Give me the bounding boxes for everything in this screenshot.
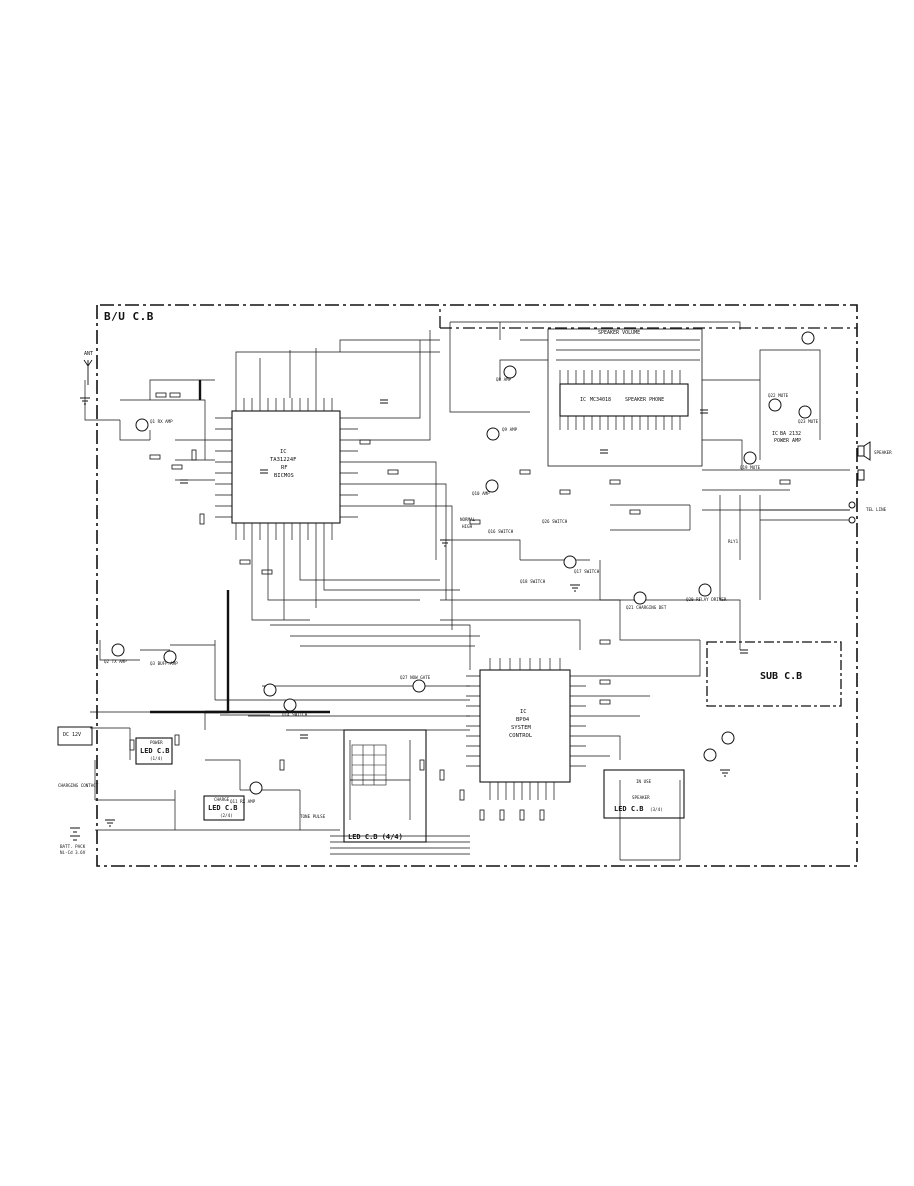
power-traces bbox=[150, 380, 330, 714]
led-cb-2-box bbox=[203, 795, 245, 821]
q1-label: Q1 RX AMP bbox=[150, 419, 173, 424]
q14-label: Q14 SWITCH bbox=[282, 712, 308, 717]
battery-symbol bbox=[70, 827, 80, 841]
wiring bbox=[84, 321, 850, 861]
led-cb-2-charge: CHARGE bbox=[214, 797, 230, 802]
led-cb-3-in-use: IN USE bbox=[636, 779, 652, 784]
high-label: HIGH bbox=[462, 524, 473, 529]
q11-label: Q11 RX AMP bbox=[230, 799, 256, 804]
capacitors bbox=[180, 399, 748, 739]
batt-pack-label-2: Ni-Cd 3.6V bbox=[60, 850, 86, 855]
led-cb-4-box bbox=[343, 729, 427, 843]
ic3-area bbox=[547, 328, 703, 467]
transistors bbox=[111, 331, 815, 795]
q8-label: Q8 AMP bbox=[496, 377, 512, 382]
tel-line-label: TEL LINE bbox=[866, 507, 887, 512]
tone-pulse-label: TONE PULSE bbox=[300, 814, 326, 819]
led-cb-2-sublabel: (2/4) bbox=[220, 813, 233, 818]
q23-label: Q23 MUTE bbox=[798, 419, 819, 424]
antenna-symbol bbox=[83, 359, 93, 385]
led-cb-3-box bbox=[603, 769, 685, 819]
sub-cb-box bbox=[706, 641, 842, 707]
led-cb-1-sublabel: (1/4) bbox=[150, 756, 163, 761]
led-cb-1-box bbox=[135, 737, 173, 765]
q22-label: Q22 MUTE bbox=[768, 393, 789, 398]
ic1-label-1: IC bbox=[280, 449, 287, 455]
ic3-label-2: MC34018 bbox=[590, 397, 612, 403]
inner-region-border bbox=[439, 305, 857, 329]
ic3-label-1: IC bbox=[580, 397, 587, 403]
q27-label: Q27 NOW GATE bbox=[400, 675, 431, 680]
led-cb-3-speaker: SPEAKER bbox=[632, 795, 650, 800]
q16-label: Q16 SWITCH bbox=[488, 529, 514, 534]
ic3-body bbox=[559, 383, 689, 417]
antenna-label: ANT bbox=[84, 351, 94, 357]
speaker-symbol bbox=[857, 441, 871, 481]
dc-12v-label: DC 12V bbox=[63, 732, 82, 738]
speaker-volume-label: SPEAKER VOLUME bbox=[598, 330, 641, 336]
q10-label: Q10 AMP bbox=[472, 491, 490, 496]
ic2-label-3: SYSTEM bbox=[511, 725, 531, 731]
led-cb-1-label: LED C.B bbox=[140, 747, 170, 755]
led-cb-3-label: LED C.B bbox=[614, 805, 644, 813]
ic1-label-3: RF bbox=[281, 465, 288, 471]
tel-line-terminals bbox=[848, 501, 856, 524]
ground-symbols bbox=[80, 397, 730, 827]
q17-label: Q17 SWITCH bbox=[574, 569, 600, 574]
led-cb-1-power: POWER bbox=[150, 740, 163, 745]
ic2-label-4: CONTROL bbox=[509, 733, 533, 739]
q9-label: Q9 AMP bbox=[502, 427, 518, 432]
q19-label: Q19 MUTE bbox=[740, 465, 761, 470]
ic1-body bbox=[231, 410, 341, 524]
q18-label: Q18 SWITCH bbox=[520, 579, 546, 584]
led-cb-2-label: LED C.B bbox=[208, 804, 238, 812]
q2-label: Q2 TX AMP bbox=[104, 659, 127, 664]
led-cb-3-sublabel: (3/4) bbox=[650, 807, 663, 812]
board-border bbox=[96, 304, 858, 867]
normal-label: NORMAL bbox=[460, 517, 476, 522]
board-title-main: B/U C.B bbox=[104, 310, 154, 323]
ic4-label-1: IC bbox=[772, 431, 779, 437]
led-cb-4-label: LED C.B (4/4) bbox=[348, 833, 403, 841]
batt-pack-label: BATT. PACK bbox=[60, 844, 86, 849]
relay-label: RLY1 bbox=[728, 539, 739, 544]
board-title-sub: SUB C.B bbox=[760, 671, 803, 682]
dc-jack-box bbox=[57, 726, 93, 746]
ic4-label-2: BA 2132 bbox=[780, 431, 802, 437]
ic2-label-1: IC bbox=[520, 709, 527, 715]
charging-contact-label: CHARGING CONTACT bbox=[58, 783, 99, 788]
components bbox=[129, 392, 791, 821]
speaker-label: SPEAKER bbox=[874, 450, 892, 455]
ic4-label-3: POWER AMP bbox=[774, 438, 802, 444]
ic3-label-3: SPEAKER PHONE bbox=[625, 397, 665, 403]
ic1-label-4: BICMOS bbox=[274, 473, 294, 479]
keypad-grid bbox=[351, 744, 387, 786]
ic1-label-2: TA31224F bbox=[270, 457, 297, 463]
q26-label: Q26 SWITCH bbox=[542, 519, 568, 524]
q3-label: Q3 BUFF.AMP bbox=[150, 661, 178, 666]
q21-label: Q21 CHARGING DET bbox=[626, 605, 667, 610]
ic2-label-2: BP04 bbox=[516, 717, 530, 723]
q20-label: Q20 RELAY DRIVER bbox=[686, 597, 727, 602]
